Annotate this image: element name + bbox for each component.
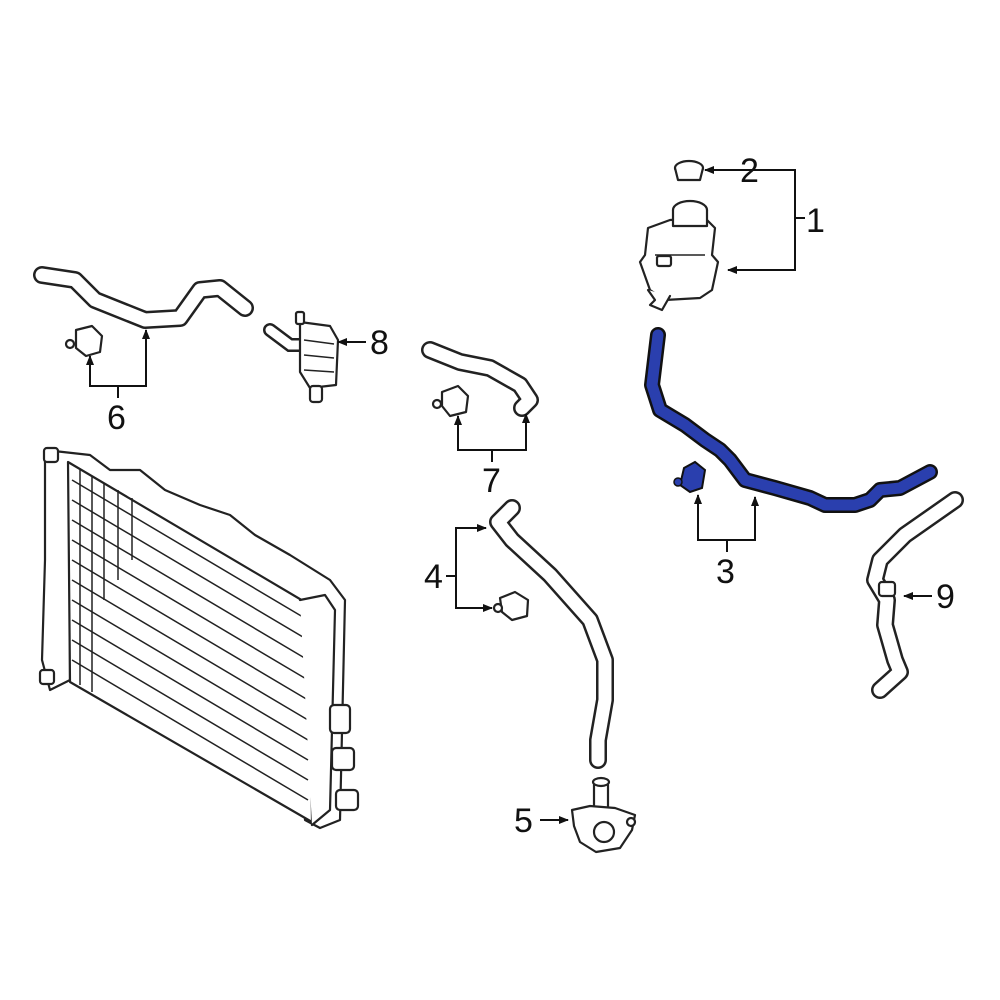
hose-6 [33,266,254,358]
callout-5: 5 [514,802,533,840]
radiator-core-tubes [71,470,309,801]
callout-1: 1 [806,202,825,240]
callout-9: 9 [936,578,955,616]
leaders [86,166,932,824]
callout-3: 3 [716,553,735,591]
callout-7: 7 [482,462,501,500]
reservoir-cap [673,159,705,182]
callout-8: 8 [370,324,389,362]
callout-6: 6 [107,399,126,437]
hose-9 [866,491,964,699]
coolant-reservoir [638,199,720,312]
callout-2: 2 [740,152,759,190]
oil-cooler-8 [263,310,340,404]
hose-3-highlighted [644,327,938,513]
hose-3-fill [646,329,936,511]
hose-7 [421,341,539,418]
callout-4: 4 [424,558,443,596]
radiator [38,446,360,830]
hose-4 [489,499,614,769]
water-pump [570,776,637,854]
